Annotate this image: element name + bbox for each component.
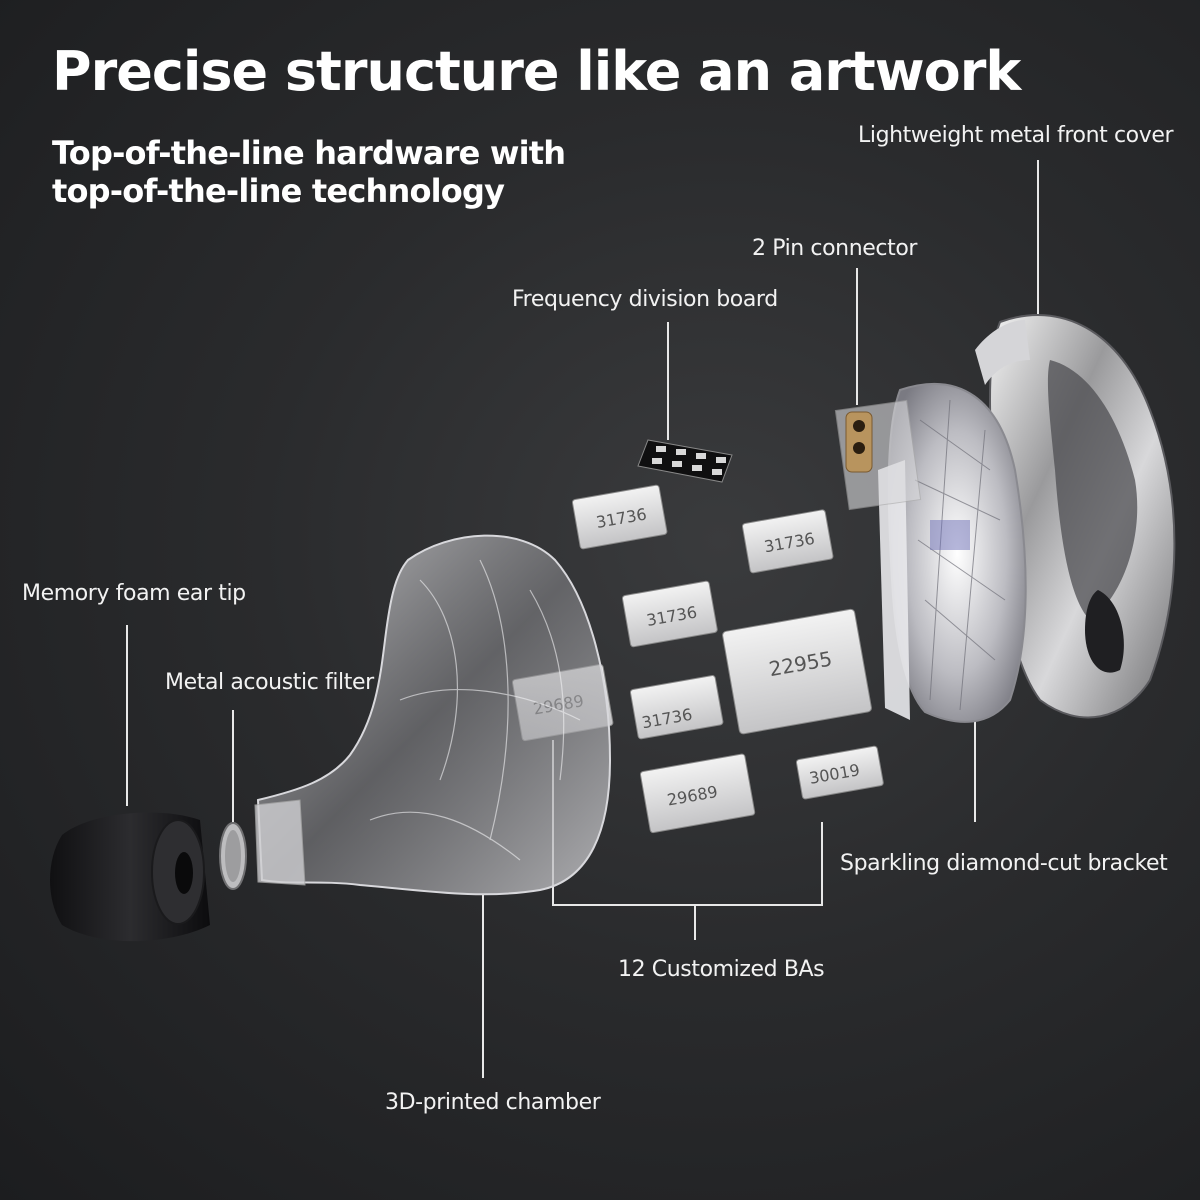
label-pin-connector: 2 Pin connector — [752, 236, 918, 261]
ba-unit: 31736 — [741, 509, 834, 574]
ba-unit: 31736 — [629, 675, 724, 740]
ba-unit: 31736 — [621, 580, 718, 648]
metal-front-cover — [975, 314, 1176, 719]
ba-unit: 30019 — [795, 745, 884, 800]
ba-unit: 22955 — [722, 608, 872, 735]
label-division-board: Frequency division board — [512, 287, 778, 312]
metal-acoustic-filter — [219, 822, 247, 890]
subheadline: Top-of-the-line hardware with top-of-the… — [52, 134, 566, 210]
frequency-division-board — [637, 439, 733, 483]
ba-unit: 29689 — [639, 753, 756, 834]
memory-foam-ear-tip — [50, 812, 210, 942]
label-bas: 12 Customized BAs — [618, 957, 825, 982]
label-ear-tip: Memory foam ear tip — [22, 581, 246, 606]
label-bracket: Sparkling diamond-cut bracket — [840, 851, 1168, 876]
label-front-cover: Lightweight metal front cover — [858, 123, 1174, 148]
subheadline-line-1: Top-of-the-line hardware with — [52, 134, 566, 172]
diamond-cut-bracket — [878, 382, 1027, 723]
3d-printed-chamber — [254, 534, 612, 896]
subheadline-line-2: top-of-the-line technology — [52, 172, 505, 210]
two-pin-connector — [834, 399, 922, 511]
leader-lines — [126, 160, 1039, 1078]
label-chamber: 3D-printed chamber — [385, 1090, 601, 1115]
headline: Precise structure like an artwork — [52, 40, 1021, 103]
label-acoustic-filter: Metal acoustic filter — [165, 670, 374, 695]
ba-unit: 31736 — [571, 484, 668, 550]
